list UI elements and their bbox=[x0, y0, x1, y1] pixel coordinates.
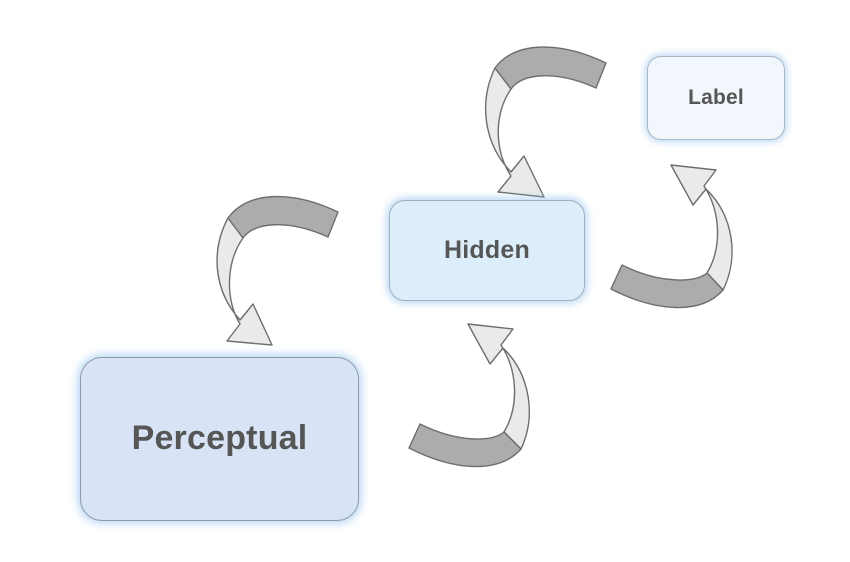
arrow-body-light bbox=[484, 67, 545, 198]
arrow-body-light bbox=[467, 323, 530, 450]
node-perceptual[interactable]: Perceptual bbox=[80, 357, 359, 521]
curved-arrow-label-to-hidden[interactable] bbox=[484, 46, 607, 198]
curved-arrow-hidden-to-perceptual[interactable] bbox=[216, 195, 339, 346]
node-hidden[interactable]: Hidden bbox=[389, 200, 585, 301]
node-label-label: Label bbox=[688, 86, 744, 110]
arrow-body-dark bbox=[408, 423, 522, 468]
node-label[interactable]: Label bbox=[647, 56, 785, 140]
arrow-body-light bbox=[216, 217, 273, 346]
node-perceptual-label: Perceptual bbox=[131, 419, 308, 458]
arrow-body-dark bbox=[227, 195, 339, 239]
node-hidden-label: Hidden bbox=[444, 235, 530, 264]
curved-arrow-hidden-to-label[interactable] bbox=[610, 164, 733, 309]
curved-arrow-perceptual-to-hidden[interactable] bbox=[408, 323, 530, 468]
arrow-body-dark bbox=[494, 46, 607, 90]
arrow-body-light bbox=[670, 164, 733, 291]
arrow-body-dark bbox=[610, 264, 724, 309]
